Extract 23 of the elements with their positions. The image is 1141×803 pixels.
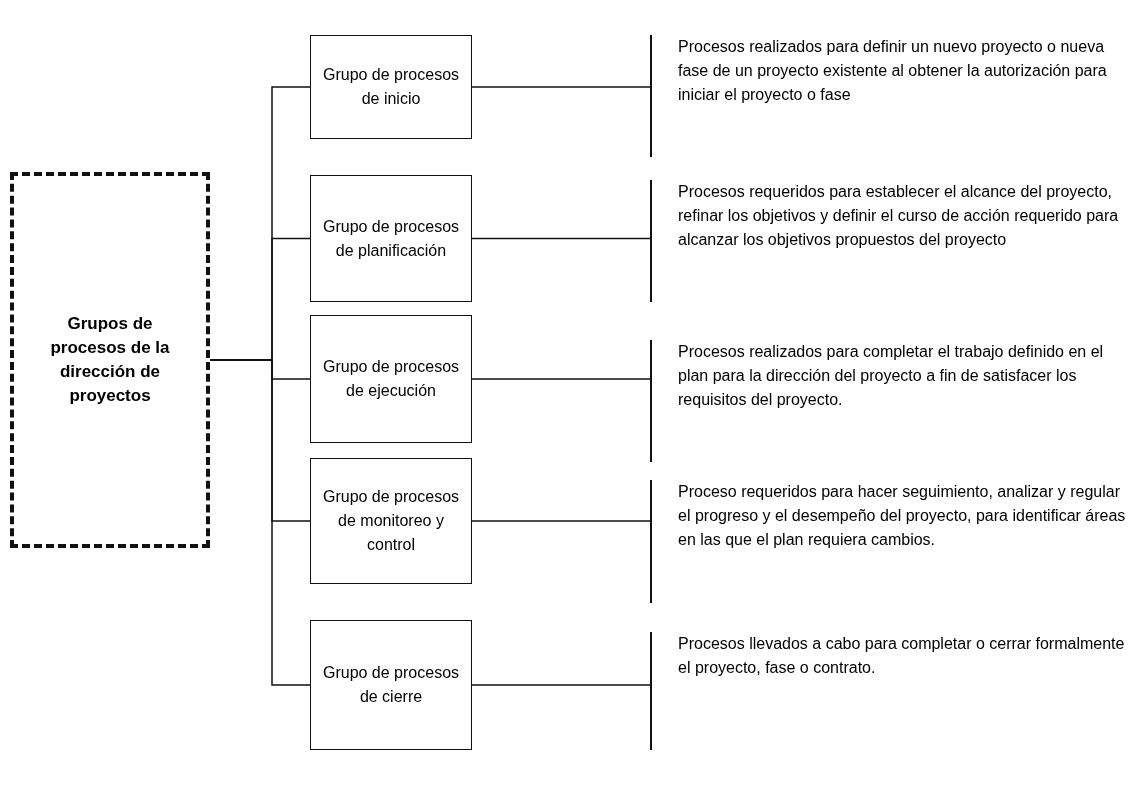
connector-line — [471, 86, 651, 88]
process-box — [310, 620, 472, 750]
description-text: Procesos realizados para definir un nuevo proyecto o nueva fase de un proyecto existente al obtener la autorización para iniciar el proyecto o fase — [677, 37, 1108, 105]
box-text: Grupo de procesos de inicio — [321, 65, 461, 109]
box-text: Grupo de procesos de cierre — [321, 663, 461, 707]
box-text: Grupo de procesos de ejecución — [321, 357, 461, 401]
connector-line — [471, 684, 651, 686]
connector-line — [471, 520, 651, 522]
heading-text: Grupos de procesos de la dirección de proyectos — [49, 313, 171, 407]
description-text: Proceso requeridos para hacer seguimiento, analizar y regular el progreso y el desempeño del proyecto, para identificar áreas en las que el plan requiera cambios. — [677, 482, 1127, 550]
connector-line — [471, 378, 651, 380]
process-box — [310, 315, 472, 443]
box-text: Grupo de procesos de planificación — [321, 216, 461, 261]
description-text: Procesos requeridos para establecer el alcance del proyecto, refinar los objetivos y definir el curso de acción requerido para alcanzar los objetivos propuestos del proyecto — [677, 182, 1120, 250]
box-text: Grupo de procesos de monitoreo y control — [321, 487, 461, 555]
process-box — [310, 35, 472, 139]
process-box — [310, 175, 472, 302]
description-text: Procesos llevados a cabo para completar o cerrar formalmente el proyecto, fase o contrato. — [677, 634, 1126, 678]
process-box — [310, 458, 472, 584]
connector-line — [209, 359, 311, 686]
connector-line — [471, 237, 651, 240]
description-text: Procesos realizados para completar el trabajo definido en el plan para la dirección del proyecto a fin de satisfacer los requisitos del proyecto. — [677, 342, 1105, 410]
dashed-box — [10, 172, 210, 548]
